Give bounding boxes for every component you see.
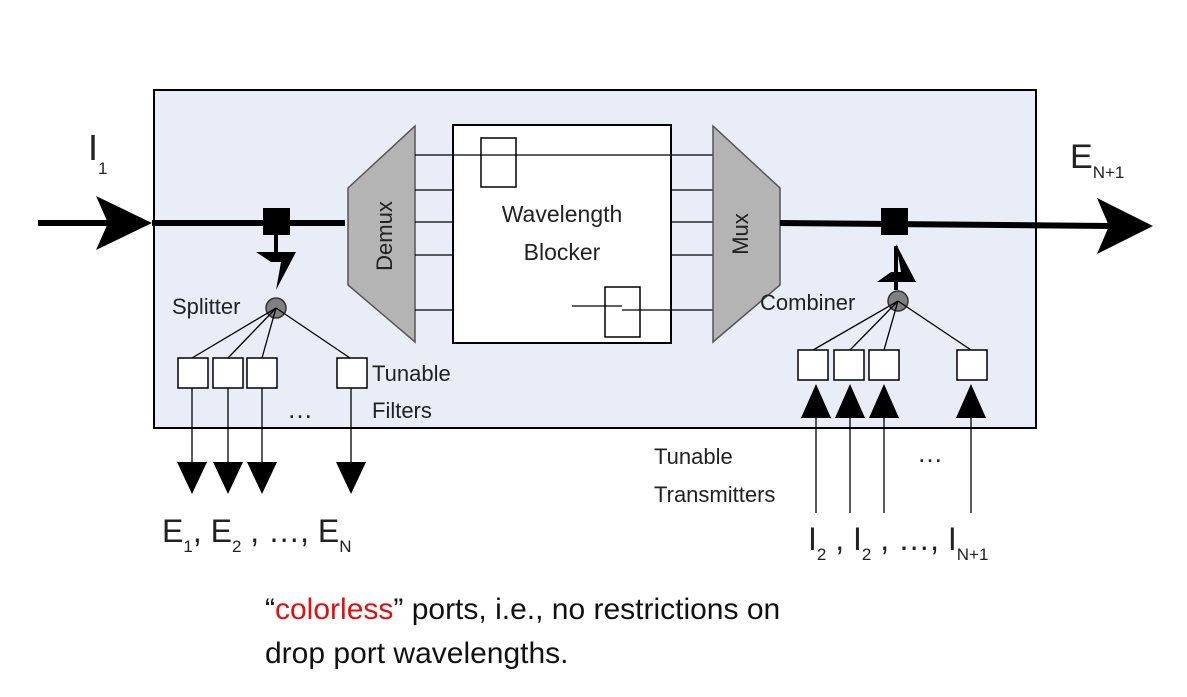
caption-line-1: “colorless” ports, i.e., no restrictions… [265, 588, 1065, 632]
add-ports-label: I2 , I2 , …, IN+1 [808, 521, 988, 564]
tunable-filter-1 [177, 357, 209, 389]
tunable-filter-2 [212, 357, 244, 389]
demux-block [347, 124, 416, 344]
mux-block [712, 124, 781, 344]
caption: “colorless” ports, i.e., no restrictions… [265, 588, 1065, 676]
splitter-label: Splitter [172, 294, 240, 319]
demux-label: Demux [372, 201, 397, 271]
tunable-tx-label-line1: Tunable [654, 444, 733, 469]
drop-ports-label: E1, E2 , …, EN [162, 513, 351, 556]
splitter-branch-n [275, 307, 351, 359]
combiner-branch-2 [849, 300, 899, 351]
drop-arrow-2 [213, 462, 243, 494]
tunable-transmitter-3 [868, 349, 900, 381]
output-label: EN+1 [1070, 138, 1124, 182]
add-coupler [881, 208, 908, 235]
input-label: I1 [88, 127, 107, 178]
caption-rest-line1: ” ports, i.e., no restrictions on [393, 593, 781, 626]
blocker-switch-bottom [604, 286, 641, 338]
splitter-branch-2 [227, 307, 277, 359]
blocker-switch-top [480, 137, 517, 188]
tunable-transmitter-2 [833, 349, 865, 381]
drop-tap-arrow [256, 252, 296, 290]
blocker-label-line2: Blocker [524, 239, 601, 265]
caption-open-quote: “ [265, 593, 275, 626]
add-arrow-1 [801, 384, 831, 418]
main-line-right [779, 220, 1111, 229]
splitter-branch-3 [261, 307, 277, 359]
drop-arrow-3 [247, 462, 277, 494]
tunable-filters-label-line1: Tunable [372, 361, 451, 386]
add-arrow-2 [835, 384, 865, 418]
blocker-label-line1: Wavelength [502, 201, 623, 227]
caption-line-2: drop port wavelengths. [265, 637, 569, 670]
combiner-branch-n [897, 300, 972, 351]
filters-ellipsis: … [287, 394, 313, 424]
tunable-transmitter-n [956, 349, 988, 381]
combiner-branch-1 [812, 300, 899, 351]
combiner-branch-3 [883, 300, 899, 351]
tunable-filter-3 [246, 357, 278, 389]
splitter-branch-1 [191, 307, 277, 359]
tunable-filters-label-line2: Filters [372, 398, 432, 423]
drop-coupler [263, 208, 290, 235]
tunable-filter-n [336, 357, 368, 389]
mux-label: Mux [728, 213, 753, 255]
add-arrow-3 [869, 384, 899, 418]
combiner-label: Combiner [760, 290, 855, 315]
add-tap-arrow [877, 244, 916, 282]
input-arrow-head [96, 196, 152, 250]
drop-arrow-n [336, 462, 366, 494]
tunable-tx-label-line2: Transmitters [654, 482, 775, 507]
caption-highlight: colorless [275, 593, 394, 626]
drop-arrow-1 [177, 462, 207, 494]
add-arrow-n [956, 384, 986, 418]
transmitters-ellipsis: … [917, 438, 943, 468]
tunable-transmitter-1 [797, 349, 829, 381]
output-arrow-head [1097, 198, 1153, 254]
